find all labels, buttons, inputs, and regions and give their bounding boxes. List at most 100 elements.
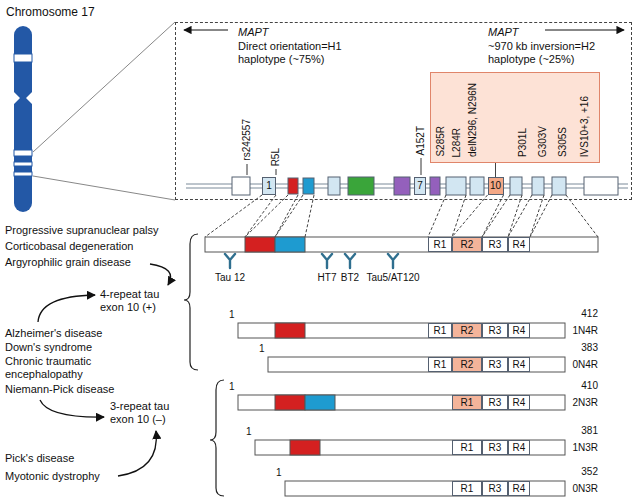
repeat-domain: R1 <box>452 481 482 496</box>
repeat-domain: R1 <box>452 395 482 410</box>
bracket <box>184 234 198 370</box>
repeat-name: R4 <box>513 239 526 251</box>
isoform-name: 0N3R <box>572 483 598 495</box>
leader-line <box>276 169 277 175</box>
orientation-arrow <box>184 29 228 30</box>
snp-label: rs242557 <box>241 119 253 161</box>
exon <box>394 177 410 195</box>
repeat-domain: R2 <box>452 357 482 372</box>
mutation-name: S285R <box>435 126 447 157</box>
chromosome <box>14 162 32 166</box>
exon <box>552 177 566 195</box>
exon-number: 1 <box>266 180 272 192</box>
start-residue: 1 <box>229 309 235 321</box>
chromosome <box>14 150 32 156</box>
exon-number: 10 <box>490 180 501 192</box>
zoom-line <box>33 22 175 200</box>
mutation-label: R5L <box>270 148 282 166</box>
repeat-domain: R3 <box>482 323 508 338</box>
chromosome <box>14 26 32 212</box>
exon <box>348 177 374 195</box>
exon-mapping-line <box>508 195 522 237</box>
start-residue: 1 <box>229 381 235 393</box>
residue-count: 352 <box>581 466 598 478</box>
mutation-name: delN296, N296N <box>467 83 479 157</box>
disease-name: Argyrophilic grain disease <box>5 256 131 269</box>
disease-name: Niemann-Pick disease <box>5 383 114 396</box>
disease-name: Myotonic dystrophy <box>5 470 100 483</box>
protein-bar <box>305 395 335 410</box>
mutation-box: S285RL284RdelN296, N296NP301LG303VS305SI… <box>430 72 600 163</box>
protein-bar <box>205 237 598 252</box>
exon <box>288 178 298 194</box>
exon-mapping-line <box>530 195 552 237</box>
antibody-symbol <box>225 254 398 268</box>
chromosome <box>14 54 32 62</box>
residue-count: 383 <box>581 342 598 354</box>
repeat-name: R1 <box>461 442 474 454</box>
repeat-name: R1 <box>434 325 447 337</box>
exon-box: 7 <box>414 177 426 195</box>
tau-class: 3-repeat tau exon 10 (–) <box>110 400 185 426</box>
orientation-arrow <box>545 29 624 30</box>
mutation-label: A152T <box>415 126 427 155</box>
protein-bar <box>285 481 565 496</box>
exon <box>584 177 618 195</box>
exon <box>232 177 250 195</box>
repeat-name: R1 <box>461 483 474 495</box>
exon <box>232 177 618 195</box>
leader-line <box>247 164 248 175</box>
curved-arrow <box>150 264 171 285</box>
disease-name: Corticobasal degeneration <box>5 240 133 253</box>
antibody-symbol <box>388 254 398 268</box>
protein-bar <box>238 395 565 410</box>
exon-mapping-line <box>275 195 298 237</box>
protein-bar <box>255 440 565 455</box>
bracket <box>210 380 224 496</box>
exon-mapping-line <box>428 195 446 237</box>
tau-class: 4-repeat tau exon 10 (+) <box>100 288 175 314</box>
repeat-domain: R4 <box>508 481 530 496</box>
exon-box: 1 <box>262 177 276 195</box>
repeat-name: R3 <box>489 442 502 454</box>
repeat-domain: R3 <box>482 237 508 252</box>
start-residue: 1 <box>246 426 252 438</box>
exon <box>470 177 484 195</box>
repeat-domain: R4 <box>508 440 530 455</box>
exon-mapping-line <box>205 195 262 237</box>
repeat-domain: R2 <box>452 237 482 252</box>
repeat-name: R4 <box>513 325 526 337</box>
repeat-name: R3 <box>489 325 502 337</box>
protein-bar <box>290 440 320 455</box>
haplotype-text: Direct orientation=H1 haplotype (~75%) <box>238 40 353 66</box>
repeat-name: R1 <box>461 397 474 409</box>
disease-name: Pick's disease <box>5 452 74 465</box>
repeat-name: R2 <box>461 359 474 371</box>
isoform-name: 1N3R <box>572 442 598 454</box>
curved-arrow <box>40 400 104 417</box>
protein-bar <box>245 237 275 252</box>
repeat-domain: R4 <box>508 395 530 410</box>
antibody-label: HT7 <box>318 272 337 284</box>
residue-count: 410 <box>581 380 598 392</box>
mutation-name: L284R <box>451 128 463 157</box>
zoom-line <box>33 176 175 200</box>
haplotype-text: ~970 kb inversion=H2 haplotype (~25%) <box>488 40 606 66</box>
repeat-name: R2 <box>461 239 474 251</box>
repeat-domain: R3 <box>482 357 508 372</box>
isoform-name: 2N3R <box>572 397 598 409</box>
connector-line <box>495 163 496 177</box>
disease-name: Chronic traumatic encephalopathy <box>5 355 105 381</box>
disease-name: Progressive supranuclear palsy <box>5 224 158 237</box>
repeat-domain: R3 <box>482 481 508 496</box>
chromosome-label: Chromosome 17 <box>6 5 95 19</box>
repeat-name: R4 <box>513 483 526 495</box>
residue-count: 412 <box>581 308 598 320</box>
protein-bar <box>238 323 565 338</box>
repeat-domain: R4 <box>508 357 530 372</box>
repeat-name: R2 <box>461 325 474 337</box>
exon-mapping-line <box>482 195 510 237</box>
isoform-name: 0N4R <box>572 359 598 371</box>
connector-line <box>482 195 504 237</box>
repeat-name: R1 <box>434 359 447 371</box>
